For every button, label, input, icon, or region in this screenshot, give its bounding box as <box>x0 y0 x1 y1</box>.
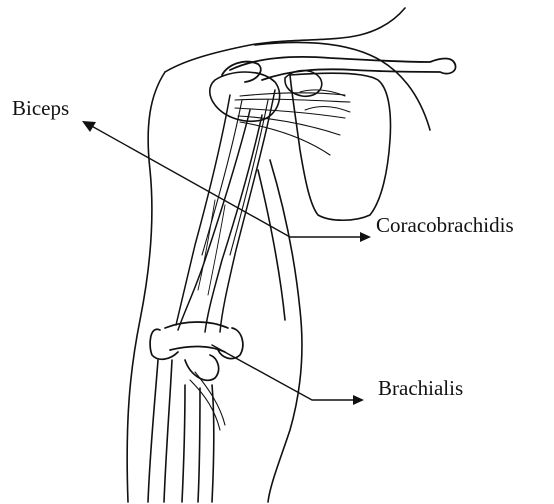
elbow-joint <box>150 322 243 380</box>
biceps-leader <box>88 124 365 237</box>
upper-arm-muscles <box>176 90 275 332</box>
brachialis-leader <box>212 345 358 400</box>
shoulder-muscle-fibers <box>235 93 350 155</box>
brachialis-label: Brachialis <box>378 378 463 399</box>
coracobrachialis-label: Coracobrachidis <box>376 215 514 236</box>
arm-outline <box>127 8 430 502</box>
clavicle <box>222 57 456 82</box>
biceps-label: Biceps <box>12 98 69 119</box>
coraco-arrowhead <box>360 232 371 242</box>
scapula <box>290 73 391 220</box>
forearm-bones <box>148 360 225 502</box>
brachialis-arrowhead <box>353 395 364 405</box>
arrowheads <box>82 121 371 405</box>
